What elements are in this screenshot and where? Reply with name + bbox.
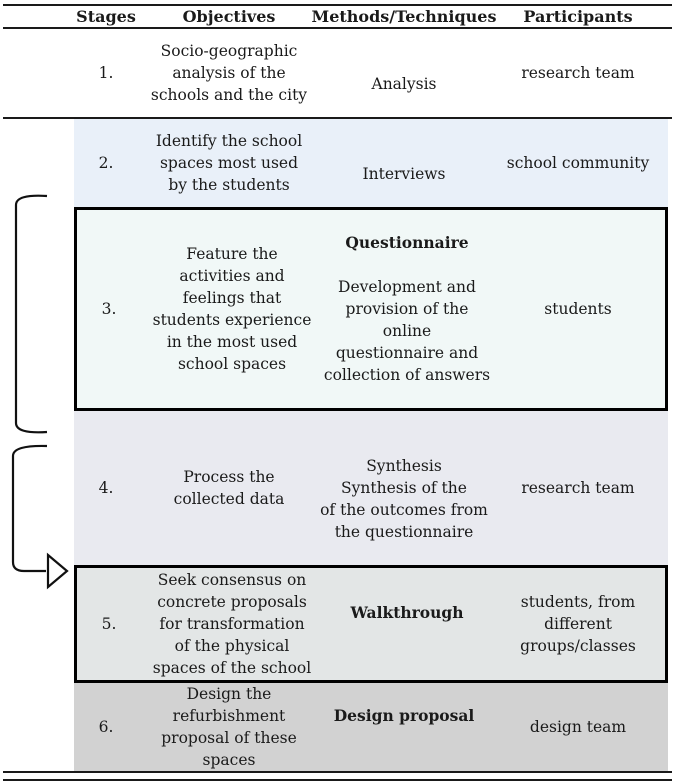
stage-number: 1. [98, 64, 114, 82]
gutter [668, 29, 675, 117]
method-cell: Questionnaire Development and provision … [323, 210, 491, 408]
gutter [0, 411, 74, 565]
header-rule [3, 27, 672, 29]
table-row-stage-6: 6. Design the refurbishment proposal of … [0, 683, 675, 771]
loop-back-bracket [14, 194, 48, 434]
participants-text: research team [521, 479, 635, 497]
right-arrowhead-icon [46, 552, 69, 590]
gutter [668, 6, 675, 27]
gutter [0, 207, 74, 411]
col-header-participants: Participants [523, 7, 633, 26]
method-cell: Synthesis Synthesis of the of the outcom… [320, 411, 488, 565]
objective-text: Socio-geographic analysis of the schools… [150, 42, 308, 104]
stage-number: 5. [101, 615, 117, 633]
gutter [0, 565, 74, 683]
gutter [0, 119, 74, 207]
participants-text: design team [529, 718, 627, 736]
objective-text: Design the refurbishment proposal of the… [161, 685, 297, 769]
stage-loop-figure [0, 4, 675, 619]
method-title: Questionnaire [345, 233, 469, 252]
method-body: Analysis [371, 75, 437, 93]
table-bottom-rule-1 [3, 771, 672, 773]
participants-text: students [544, 300, 612, 318]
gutter [0, 6, 74, 27]
gutter [0, 29, 74, 117]
gutter [0, 683, 74, 771]
table-header-row: Stages Objectives Methods/Techniques Par… [0, 6, 675, 27]
method-cell: Interviews [362, 119, 445, 207]
objective-text: Identify the school spaces most used by … [155, 132, 303, 194]
participants-text: research team [521, 64, 635, 82]
participants-text: students, from different groups/classes [520, 593, 636, 655]
method-body: Interviews [362, 165, 446, 183]
col-header-methods: Methods/Techniques [311, 7, 497, 26]
gutter [668, 565, 675, 683]
table-top-rule [3, 4, 672, 6]
objective-text: Feature the activities and feelings that… [152, 245, 312, 373]
method-title: Walkthrough [350, 603, 464, 622]
col-header-stages: Stages [76, 7, 136, 26]
stage-number: 3. [101, 300, 117, 318]
method-cell: Walkthrough [350, 580, 463, 668]
table-row-stage-2: 2. Identify the school spaces most used … [0, 119, 675, 207]
stage-number: 6. [98, 718, 114, 736]
method-body: Development and provision of the online … [323, 278, 491, 384]
participants-text: school community [506, 154, 650, 172]
stages-methods-table: Stages Objectives Methods/Techniques Par… [0, 4, 675, 781]
row1-bottom-rule [3, 117, 672, 119]
col-header-objectives: Objectives [182, 7, 276, 26]
table-row-stage-3: 3. Feature the activities and feelings t… [0, 207, 675, 411]
loop-arrows-graphic [11, 194, 69, 590]
table-row-stage-1: 1. Socio-geographic analysis of the scho… [0, 29, 675, 117]
objective-text: Process the collected data [173, 468, 285, 508]
method-cell: Analysis [372, 29, 437, 117]
objective-text: Seek consensus on concrete proposals for… [152, 571, 312, 677]
method-cell: Design proposal [334, 683, 475, 771]
stage-number: 4. [98, 479, 114, 497]
gutter [668, 207, 675, 411]
method-body: Synthesis Synthesis of the of the outcom… [320, 457, 488, 541]
gutter [668, 119, 675, 207]
stage-number: 2. [98, 154, 114, 172]
gutter [668, 411, 675, 565]
forward-bracket [11, 444, 48, 573]
method-title: Design proposal [333, 706, 475, 725]
table-row-stage-4: 4. Process the collected data Synthesis … [0, 411, 675, 565]
gutter [668, 683, 675, 771]
table-row-stage-5: 5. Seek consensus on concrete proposals … [0, 565, 675, 683]
